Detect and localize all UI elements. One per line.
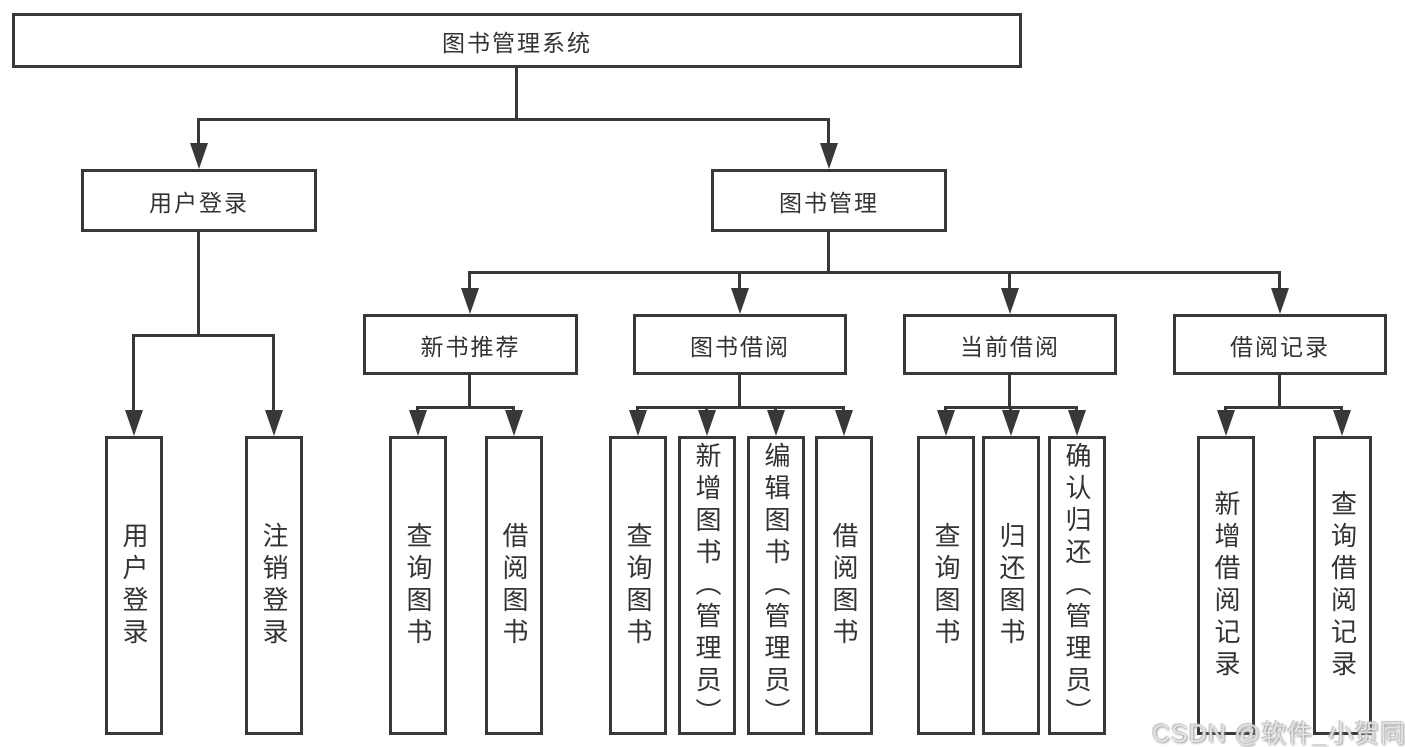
leaf-bb-query-book: 查询图书 xyxy=(609,436,667,735)
edge-cb-drop-1 xyxy=(944,406,947,412)
edge-bb-stem xyxy=(738,375,741,408)
edge-bookmgmt-stem xyxy=(827,232,830,273)
arrowhead-icon xyxy=(1333,410,1351,436)
edge-bookmgmt-drop-1 xyxy=(468,271,471,288)
arrowhead-icon xyxy=(767,410,785,436)
edge-br-drop-2 xyxy=(1340,406,1343,412)
edge-nbr-stem xyxy=(468,375,471,408)
edge-cb-drop-3 xyxy=(1075,406,1078,412)
leaf-cb-query-book: 查询图书 xyxy=(917,436,975,735)
leaf-bb-add-book-admin: 新增图书（管理员） xyxy=(678,436,736,735)
edge-nbr-drop-2 xyxy=(512,406,515,412)
edge-bb-drop-2 xyxy=(705,406,708,412)
edge-bb-drop-4 xyxy=(842,406,845,412)
arrowhead-icon xyxy=(1001,288,1019,314)
arrowhead-icon xyxy=(409,410,427,436)
leaf-br-query-record: 查询借阅记录 xyxy=(1313,436,1372,735)
node-new-book-recommend: 新书推荐 xyxy=(363,314,578,375)
arrowhead-icon xyxy=(835,410,853,436)
edge-bookmgmt-drop-4 xyxy=(1278,271,1281,288)
node-book-management-system: 图书管理系统 xyxy=(12,13,1022,68)
arrowhead-icon xyxy=(461,288,479,314)
leaf-cb-confirm-return-admin: 确认归还（管理员） xyxy=(1048,436,1106,735)
edge-bb-drop-1 xyxy=(636,406,639,412)
edge-br-bar xyxy=(1226,406,1342,409)
edge-bookmgmt-drop-2 xyxy=(738,271,741,288)
edge-cb-stem xyxy=(1008,375,1011,408)
edge-br-drop-1 xyxy=(1224,406,1227,412)
edge-root-drop-right xyxy=(827,118,830,143)
leaf-bb-borrow-book: 借阅图书 xyxy=(815,436,873,735)
arrowhead-icon xyxy=(820,143,838,169)
arrowhead-icon xyxy=(505,410,523,436)
watermark: CSDN @软件_小贺同学 xyxy=(1152,720,1405,747)
leaf-nbr-query-book: 查询图书 xyxy=(389,436,447,735)
arrowhead-icon xyxy=(265,410,283,436)
arrowhead-icon xyxy=(125,410,143,436)
arrowhead-icon xyxy=(1002,410,1020,436)
edge-bookmgmt-drop-3 xyxy=(1008,271,1011,288)
edge-bb-drop-3 xyxy=(774,406,777,412)
edge-userlogin-drop-2 xyxy=(272,334,275,410)
leaf-cb-return-book: 归还图书 xyxy=(982,436,1040,735)
edge-userlogin-drop-1 xyxy=(132,334,135,410)
leaf-bb-edit-book-admin: 编辑图书（管理员） xyxy=(747,436,805,735)
leaf-logout: 注销登录 xyxy=(245,436,303,735)
edge-root-drop-left xyxy=(197,118,200,143)
leaf-user-login: 用户登录 xyxy=(105,436,163,735)
arrowhead-icon xyxy=(1217,410,1235,436)
leaf-nbr-borrow-book: 借阅图书 xyxy=(485,436,543,735)
node-borrowing-records: 借阅记录 xyxy=(1173,314,1387,375)
edge-nbr-drop-1 xyxy=(416,406,419,412)
edge-root-stem xyxy=(515,68,518,120)
node-book-management: 图书管理 xyxy=(711,169,947,232)
arrowhead-icon xyxy=(629,410,647,436)
node-current-borrowing: 当前借阅 xyxy=(903,314,1117,375)
leaf-br-add-record: 新增借阅记录 xyxy=(1197,436,1255,735)
edge-br-stem xyxy=(1278,375,1281,408)
arrowhead-icon xyxy=(190,143,208,169)
edge-userlogin-stem xyxy=(197,232,200,336)
arrowhead-icon xyxy=(1068,410,1086,436)
edge-bb-bar xyxy=(638,406,844,409)
node-user-login: 用户登录 xyxy=(81,169,317,232)
edge-userlogin-bar xyxy=(133,334,275,337)
arrowhead-icon xyxy=(937,410,955,436)
edge-nbr-bar xyxy=(418,406,514,409)
edge-bookmgmt-bar xyxy=(470,271,1280,274)
edge-root-bar xyxy=(199,118,829,121)
arrowhead-icon xyxy=(1271,288,1289,314)
arrowhead-icon xyxy=(731,288,749,314)
node-book-borrowing: 图书借阅 xyxy=(633,314,847,375)
edge-cb-drop-2 xyxy=(1009,406,1012,412)
arrowhead-icon xyxy=(698,410,716,436)
